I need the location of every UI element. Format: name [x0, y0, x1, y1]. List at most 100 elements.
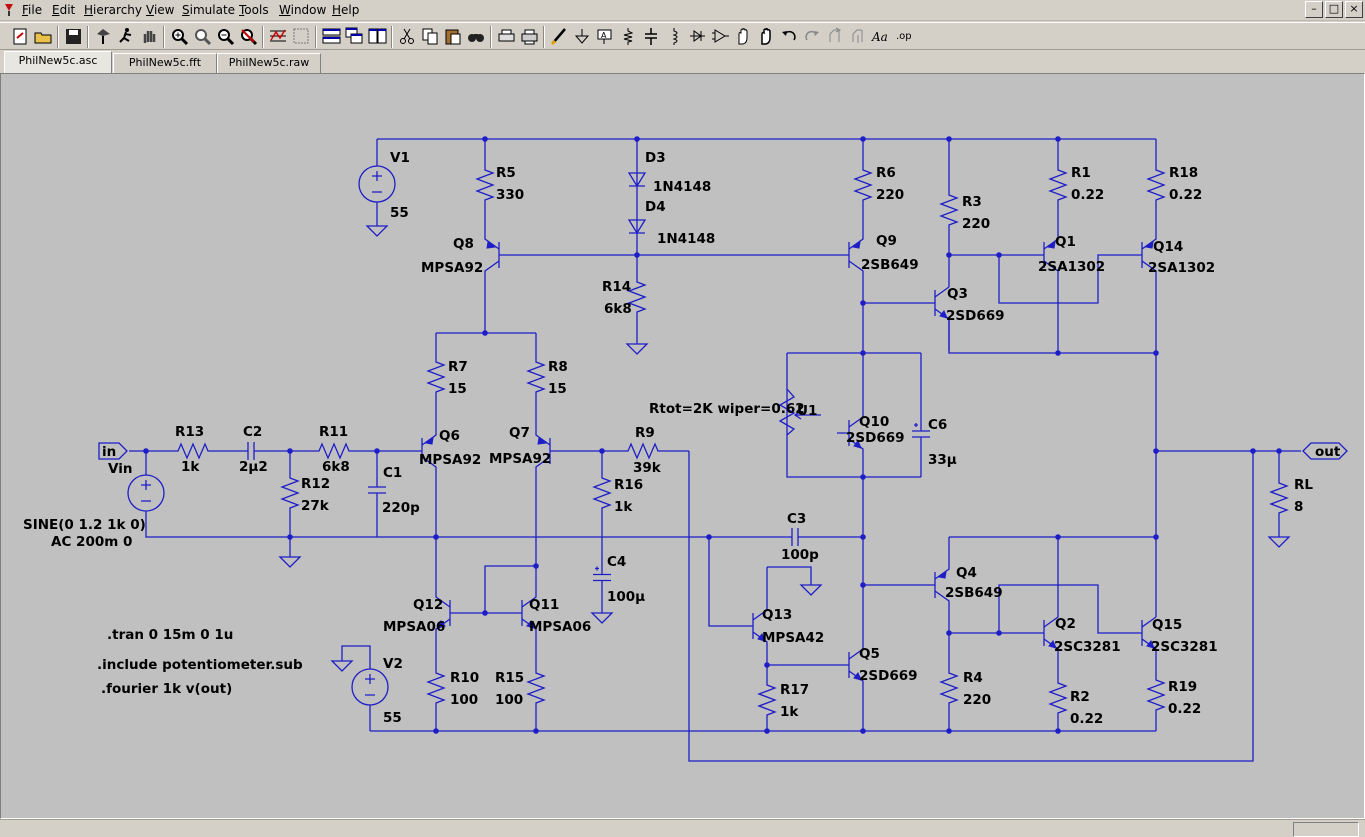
zoom-cancel-icon[interactable] [238, 26, 259, 47]
control-panel-icon[interactable] [93, 26, 114, 47]
inductor-icon[interactable] [664, 26, 685, 47]
ground-icon[interactable] [572, 26, 593, 47]
new-schematic-icon[interactable] [10, 26, 31, 47]
text-icon[interactable]: Aa [871, 26, 892, 47]
zoom-in-icon[interactable] [169, 26, 190, 47]
capacitor-icon[interactable] [641, 26, 662, 47]
zoom-out-icon[interactable] [215, 26, 236, 47]
fit-icon[interactable] [291, 26, 312, 47]
drag-icon[interactable] [756, 26, 777, 47]
spice-directives[interactable]: .tran 0 15m 0 1u.include potentiometer.s… [97, 627, 303, 697]
minimize-button[interactable]: – [1305, 1, 1323, 18]
tab-3[interactable]: PhilNew5c.raw [217, 53, 321, 73]
out-port[interactable]: out [1302, 442, 1348, 460]
find-icon[interactable] [466, 26, 487, 47]
run-icon[interactable] [116, 26, 137, 47]
print-setup-icon[interactable] [496, 26, 517, 47]
restore-button[interactable]: □ [1325, 1, 1343, 18]
spice-directive-icon[interactable]: .op [894, 26, 915, 47]
zoom-area-icon[interactable] [192, 26, 213, 47]
menu-window[interactable]: Window [279, 3, 326, 17]
resistor-R2[interactable]: R20.22 [1048, 675, 1103, 727]
diode-icon[interactable] [687, 26, 708, 47]
menu-hierarchy[interactable]: Hierarchy [84, 3, 142, 17]
menu-edit[interactable]: Edit [52, 3, 75, 17]
schematic-drawing[interactable]: V155R5330Q8MPSA92D31N4148D41N4148R146k8R… [1, 74, 1364, 818]
tab-1[interactable]: PhilNew5c.asc [4, 51, 112, 73]
label-net-icon[interactable]: A [595, 26, 616, 47]
menu-help[interactable]: Help [332, 3, 359, 17]
cascade-icon[interactable] [344, 26, 365, 47]
paste-icon[interactable] [443, 26, 464, 47]
cut-icon[interactable] [397, 26, 418, 47]
close-button[interactable]: × [1345, 1, 1363, 18]
save-icon[interactable] [63, 26, 84, 47]
print-icon[interactable] [519, 26, 540, 47]
copy-icon[interactable] [420, 26, 441, 47]
autorange-icon[interactable] [268, 26, 289, 47]
voltage-source-Vin[interactable]: SINE(0 1.2 1k 0)AC 200m 0 [23, 474, 165, 550]
halt-icon[interactable] [139, 26, 160, 47]
redo-icon[interactable] [802, 26, 823, 47]
tile-horizontal-icon[interactable] [321, 26, 342, 47]
tab-2[interactable]: PhilNew5c.fft [113, 53, 217, 73]
resistor-icon[interactable] [618, 26, 639, 47]
tile-vertical-icon[interactable] [367, 26, 388, 47]
open-icon[interactable] [33, 26, 54, 47]
wire-icon[interactable] [549, 26, 570, 47]
menu-view[interactable]: View [146, 3, 174, 17]
resistor-R1[interactable]: R10.22 [1048, 161, 1104, 211]
mirror-icon[interactable] [848, 26, 869, 47]
undo-icon[interactable] [779, 26, 800, 47]
move-icon[interactable] [733, 26, 754, 47]
menu-file[interactable]: File [22, 3, 42, 17]
component-icon[interactable] [710, 26, 731, 47]
menu-tools[interactable]: Tools [239, 3, 269, 17]
in-port[interactable]: in [98, 442, 128, 460]
resistor-RL[interactable]: RL8 [1269, 475, 1313, 523]
menu-simulate[interactable]: Simulate [182, 3, 235, 17]
